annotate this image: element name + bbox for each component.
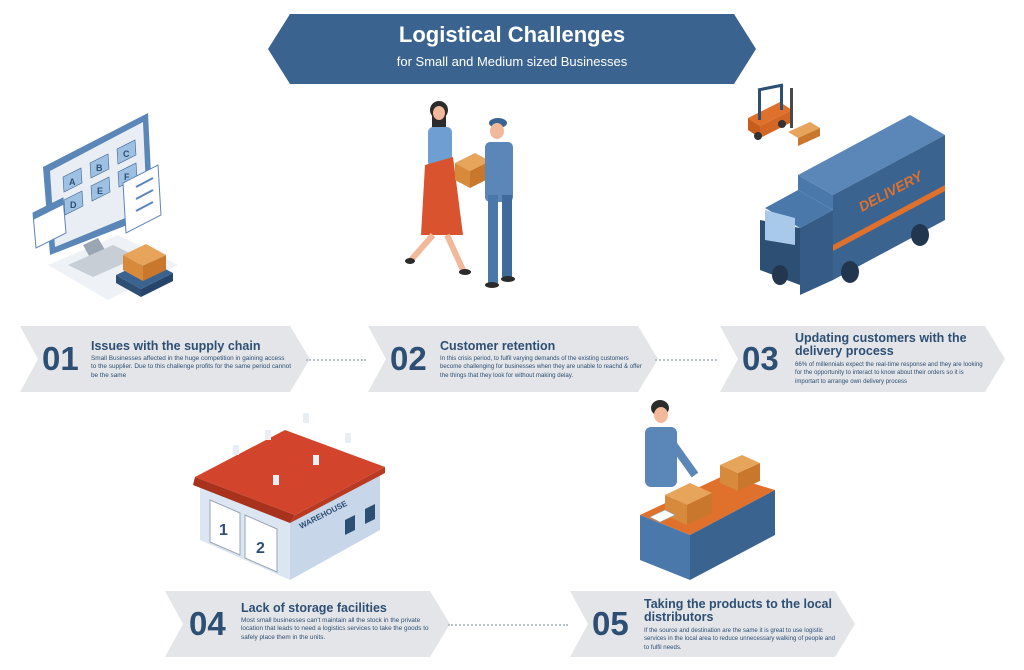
customer-handover-illustration [395, 95, 535, 300]
packing-worker-illustration [630, 395, 780, 580]
connector-dots-1 [306, 359, 366, 361]
dock-number-1: 1 [219, 522, 228, 539]
step-02-card: 02 Customer retention In this crisis per… [368, 326, 658, 392]
step-03-card-shape [720, 326, 1005, 392]
step-01-card: 01 Issues with the supply chain Small Bu… [20, 326, 310, 392]
step-04-title: Lack of storage facilities [241, 601, 387, 615]
step-05-number: 05 [592, 605, 629, 642]
board-letter-a: A [69, 177, 76, 187]
board-letter-f: F [124, 172, 130, 182]
step-04-description: Most small businesses can't maintain all… [241, 617, 429, 641]
step-05-card-shape [570, 591, 855, 657]
warehouse-illustration: 1 2 WAREHOUSE [185, 405, 390, 585]
connector-dots-2 [655, 359, 717, 361]
step-02-title: Customer retention [440, 339, 556, 353]
page-subtitle: for Small and Medium sized Businesses [396, 54, 628, 69]
step-01-description: Small Businesses affected in the huge co… [91, 355, 292, 379]
step-01-card-shape [20, 326, 310, 392]
step-04-card-shape [165, 591, 450, 657]
step-05-description: If the source and destination are the sa… [644, 627, 836, 651]
step-04-card: 04 Lack of storage facilities Most small… [165, 591, 450, 657]
connector-dots-3 [448, 624, 568, 626]
step-05-card: 05 Taking the products to the local dist… [570, 591, 855, 657]
step-03-description: 66% of millennials expect the real-time … [795, 361, 983, 385]
supply-chain-illustration: A B C D E F [28, 105, 193, 305]
board-letter-e: E [97, 186, 103, 196]
step-03-number: 03 [742, 340, 779, 377]
board-letter-b: B [96, 163, 103, 173]
step-04-number: 04 [189, 605, 226, 642]
step-05-title: Taking the products to the local distrib… [644, 597, 832, 624]
step-02-description: In this crisis period, to fulfil varying… [440, 355, 642, 379]
step-03-title: Updating customers with the delivery pro… [795, 331, 967, 358]
delivery-truck-illustration: DELIVERY [740, 80, 955, 295]
page-title: Logistical Challenges [398, 22, 626, 47]
step-02-number: 02 [390, 340, 427, 377]
step-01-title: Issues with the supply chain [91, 339, 261, 353]
step-01-number: 01 [42, 340, 79, 377]
title-banner: Logistical Challenges for Small and Medi… [268, 14, 756, 84]
step-02-card-shape [368, 326, 658, 392]
board-letter-d: D [70, 200, 77, 210]
board-letter-c: C [123, 149, 130, 159]
dock-number-2: 2 [256, 540, 265, 557]
title-banner-shape [268, 14, 756, 84]
step-03-card: 03 Updating customers with the delivery … [720, 326, 1005, 392]
